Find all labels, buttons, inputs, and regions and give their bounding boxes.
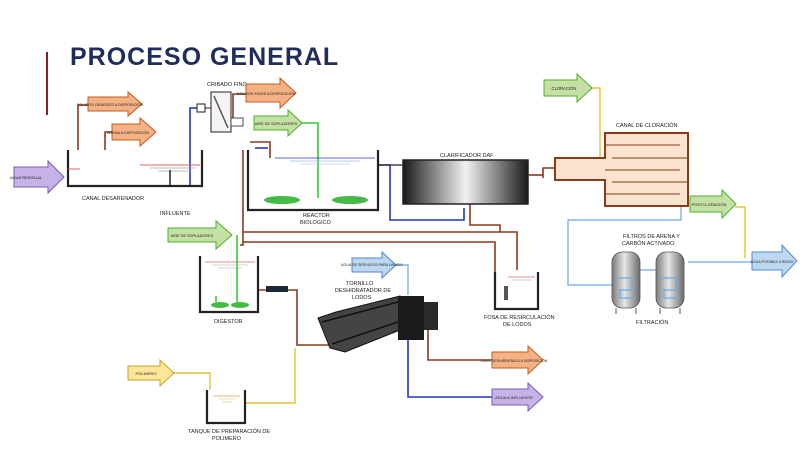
svg-text:SOLIDOS GRUESOS A DISPOSICIÓN: SOLIDOS GRUESOS A DISPOSICIÓN (77, 102, 143, 107)
tornillo-label-3: LODOS (352, 295, 372, 301)
canal-desarenador[interactable] (66, 150, 204, 188)
svg-text:AGUA POTABLE A RIEGO: AGUA POTABLE A RIEGO (751, 260, 794, 264)
tanque-label-1: TANQUE DE PREPARACIÓN DE (188, 428, 270, 435)
svg-text:CLORACIÓN: CLORACIÓN (552, 86, 577, 91)
reactor-label-1: REACTOR (303, 213, 330, 219)
svg-text:LODO DESHIDRATADO A DISPOSICIÓ: LODO DESHIDRATADO A DISPOSICIÓN (481, 358, 548, 363)
svg-text:POLIMERO: POLIMERO (135, 371, 156, 376)
fosa-label-2: DE LODOS (503, 322, 532, 328)
page-title: PROCESO GENERAL (70, 43, 339, 71)
digestor-label: DIGESTOR (214, 319, 243, 325)
filtracion-label: FILTRACIÓN (636, 319, 668, 326)
cribado-fino[interactable] (196, 91, 244, 133)
arrow-aire-digestor[interactable]: AIRE DE SOPLADORES (167, 219, 233, 251)
svg-text:AGUA A INFLUENTE: AGUA A INFLUENTE (495, 395, 533, 400)
canal-desarenador-label: CANAL DESARENADOR (82, 196, 144, 202)
filtros-label-2: CARBÓN ACTIVADO (622, 240, 675, 247)
arrow-arena[interactable]: ARENA A DISPOSICIÓN (107, 116, 157, 148)
reactor-label-2: BIOLOGICO (300, 220, 332, 226)
svg-text:AIRE DE SOPLADORES: AIRE DE SOPLADORES (255, 122, 298, 126)
arrow-aire-reactor[interactable]: AIRE DE SOPLADORES (253, 108, 303, 138)
influente-label: INFLUENTE (160, 211, 191, 217)
clarificador-daf[interactable] (402, 159, 529, 205)
digestor[interactable] (198, 256, 260, 314)
svg-text:ARENA A DISPOSICIÓN: ARENA A DISPOSICIÓN (107, 130, 149, 135)
arrow-solidos-gruesos[interactable]: SOLIDOS GRUESOS A DISPOSICIÓN (77, 90, 143, 118)
svg-text:POSTCLORACIÓN: POSTCLORACIÓN (692, 202, 727, 207)
svg-text:AGUA DE SERVICIOS PARA LAVADO: AGUA DE SERVICIOS PARA LAVADO (341, 263, 403, 267)
water-lines (189, 107, 492, 398)
cribado-fino-label: CRIBADO FINO (207, 82, 247, 88)
tanque-label-2: POLIMERO (212, 436, 242, 442)
filtros-arena-carbon[interactable] (611, 251, 685, 314)
reactor-biologico[interactable] (246, 150, 380, 212)
filtration-lines (382, 206, 752, 295)
clarificador-label: CLARIFICADOR DAF (440, 153, 494, 159)
canal-cloracion-label: CANAL DE CLORACIÓN (616, 122, 678, 129)
arrow-solidos-finos[interactable]: SOLIDOS FINOS A DISPOSICIÓN (237, 76, 297, 110)
fosa-recirculacion[interactable] (493, 272, 540, 311)
arrow-agua-residual[interactable]: AGUA RESIDUAL (10, 159, 65, 195)
fosa-label-1: FOSA DE RESIRCULACIÓN (484, 314, 555, 321)
arrow-postcloracion[interactable]: POSTCLORACIÓN (689, 188, 737, 220)
tornillo-label-1: TORNILLO (346, 281, 374, 287)
tornillo-label-2: DESHIDRATADOR DE (335, 288, 391, 294)
svg-text:SOLIDOS FINOS A DISPOSICIÓN: SOLIDOS FINOS A DISPOSICIÓN (237, 91, 296, 96)
filtros-label-1: FILTROS DE ARENA Y (623, 234, 680, 240)
air-lines (215, 122, 319, 302)
svg-text:AGUA RESIDUAL: AGUA RESIDUAL (10, 175, 43, 180)
arrow-agua-influente[interactable]: AGUA A INFLUENTE (491, 381, 544, 413)
arrow-lodo-deshidratado[interactable]: LODO DESHIDRATADO A DISPOSICIÓN (481, 344, 548, 376)
tanque-polimero[interactable] (205, 390, 247, 425)
svg-text:AIRE DE SOPLADORES: AIRE DE SOPLADORES (171, 234, 214, 238)
tornillo-deshidratador[interactable] (317, 295, 438, 353)
arrow-cloracion[interactable]: CLORACIÓN (543, 72, 593, 104)
sludge-pump (266, 286, 288, 292)
canal-cloracion[interactable] (554, 132, 689, 207)
arrow-agua-servicios[interactable]: AGUA DE SERVICIOS PARA LAVADO (341, 250, 403, 280)
arrow-polimero[interactable]: POLIMERO (127, 358, 175, 388)
arrow-agua-potable[interactable]: AGUA POTABLE A RIEGO (751, 243, 798, 279)
